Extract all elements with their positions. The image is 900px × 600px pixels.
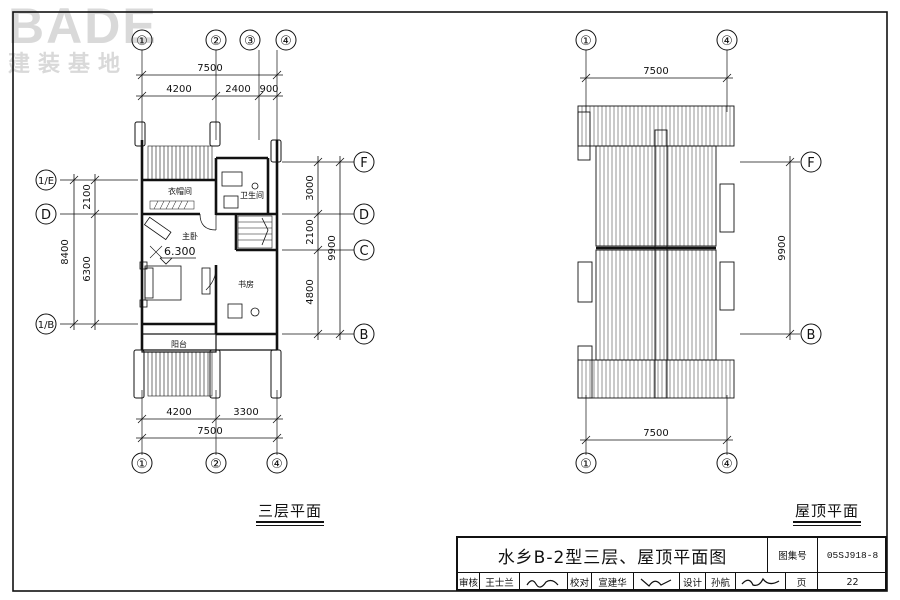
third-floor-walls xyxy=(140,140,279,350)
third-floor-columns xyxy=(133,121,282,399)
roof-grid-right-b: B xyxy=(807,328,816,343)
third-floor-grid-bubbles xyxy=(35,29,375,474)
grid-top-4: ④ xyxy=(280,34,292,49)
dim-right-2100: 2100 xyxy=(305,219,316,244)
roof-grid-right-f: F xyxy=(807,156,814,171)
third-floor-top-terrace xyxy=(147,145,213,181)
grid-bottom-1: ① xyxy=(136,457,148,472)
grid-top-1: ① xyxy=(136,34,148,49)
dim-right-9900: 9900 xyxy=(327,235,338,260)
grid-left-d: D xyxy=(41,208,51,223)
drawing-title: 水乡B-2型三层、屋顶平面图 xyxy=(458,538,768,572)
logo-tagline: 建装基地 xyxy=(8,52,129,77)
roof-labels: ① ④ ① ④ F B 7500 7500 9900 xyxy=(580,34,815,472)
third-floor-axis-lines xyxy=(60,50,354,455)
grid-bottom-2: ② xyxy=(210,457,222,472)
roof-dim-right: 9900 xyxy=(777,235,788,260)
checker-signature-mark xyxy=(640,578,671,587)
elevation-marker xyxy=(159,257,196,265)
dim-top-4200: 4200 xyxy=(166,84,191,95)
dim-right-3000: 3000 xyxy=(305,175,316,200)
roof-title: 屋顶平面 xyxy=(793,500,862,526)
designer-signature-mark xyxy=(741,577,779,587)
designer-name: 孙航 xyxy=(706,572,736,591)
roof-grid-bottom-1: ① xyxy=(580,457,592,472)
third-floor-plan xyxy=(35,29,375,474)
roof-dim-top: 7500 xyxy=(643,66,668,77)
page-number: 22 xyxy=(818,572,887,591)
dim-bottom-4200: 4200 xyxy=(166,407,191,418)
checker-signature xyxy=(634,572,680,591)
title-block: 水乡B-2型三层、屋顶平面图 图集号 05SJ918-8 审核 王士兰 校对 宣… xyxy=(456,536,887,591)
third-floor-right-dims xyxy=(313,156,345,340)
study-furniture xyxy=(205,267,260,319)
dim-left-2100: 2100 xyxy=(82,184,93,209)
grid-top-2: ② xyxy=(210,34,222,49)
third-floor-title: 三层平面 xyxy=(256,500,325,526)
grid-right-b: B xyxy=(360,328,369,343)
grid-right-f: F xyxy=(360,156,367,171)
grid-top-3: ③ xyxy=(244,34,256,49)
room-closet: 衣帽间 xyxy=(168,186,192,196)
room-balcony: 阳台 xyxy=(171,339,187,349)
review-label: 审核 xyxy=(458,572,480,591)
check-label: 校对 xyxy=(568,572,592,591)
reviewer-signature-mark xyxy=(525,579,558,588)
roof-grid-top-1: ① xyxy=(580,34,592,49)
roof-dim-bottom: 7500 xyxy=(643,428,668,439)
logo-brand: BADE xyxy=(8,0,158,54)
dim-top-total: 7500 xyxy=(197,63,222,74)
dim-top-900: 900 xyxy=(259,84,278,95)
sheet-border xyxy=(12,11,888,592)
atlas-label: 图集号 xyxy=(768,538,818,572)
grid-right-c: C xyxy=(359,244,368,259)
reviewer-signature xyxy=(520,572,568,591)
roof-title-text: 屋顶平面 xyxy=(795,502,860,520)
brand-logo: BADE 建装基地 xyxy=(8,0,168,82)
closet-hatch xyxy=(149,200,195,210)
roof-grid-bottom-4: ④ xyxy=(721,457,733,472)
master-bedroom-furniture xyxy=(139,216,211,308)
roof-dims xyxy=(580,73,795,445)
grid-left-1e: 1/E xyxy=(38,176,54,187)
roof-grid-bubbles xyxy=(575,29,822,474)
roof-slats xyxy=(581,106,731,398)
room-study: 书房 xyxy=(238,279,254,289)
third-floor-left-dims xyxy=(69,174,100,330)
third-floor-balcony xyxy=(141,333,277,353)
grid-bottom-4: ④ xyxy=(271,457,283,472)
roof-axis-lines xyxy=(585,50,800,455)
roof-plan xyxy=(575,29,822,474)
stair xyxy=(237,215,273,249)
design-label: 设计 xyxy=(680,572,706,591)
checker-name: 宣建华 xyxy=(592,572,634,591)
room-master-bedroom: 主卧 xyxy=(182,231,198,241)
bathroom-fixtures xyxy=(221,171,259,209)
dim-right-4800: 4800 xyxy=(305,279,316,304)
floor-elevation: 6.300 xyxy=(164,245,196,258)
door-swings xyxy=(199,213,217,231)
designer-signature xyxy=(736,572,786,591)
dim-bottom-total: 7500 xyxy=(197,426,222,437)
room-bathroom: 卫生间 xyxy=(240,190,264,200)
third-floor-bottom-slats xyxy=(147,351,213,397)
dim-left-8400: 8400 xyxy=(60,239,71,264)
third-floor-bottom-dims xyxy=(136,414,283,443)
grid-right-d: D xyxy=(359,208,369,223)
page-label: 页 xyxy=(786,572,818,591)
third-floor-top-dims xyxy=(136,70,283,101)
third-floor-title-text: 三层平面 xyxy=(258,502,323,520)
dim-left-6300: 6300 xyxy=(82,256,93,281)
atlas-code: 05SJ918-8 xyxy=(826,549,879,561)
third-floor-labels: ① ② ③ ④ ① ② ④ 1/E D 1/B F D C B 7500 420… xyxy=(38,34,369,472)
dim-top-2400: 2400 xyxy=(225,84,250,95)
reviewer-name: 王士兰 xyxy=(480,572,520,591)
dim-bottom-3300: 3300 xyxy=(233,407,258,418)
grid-left-1b: 1/B xyxy=(38,320,55,331)
roof-grid-top-4: ④ xyxy=(721,34,733,49)
